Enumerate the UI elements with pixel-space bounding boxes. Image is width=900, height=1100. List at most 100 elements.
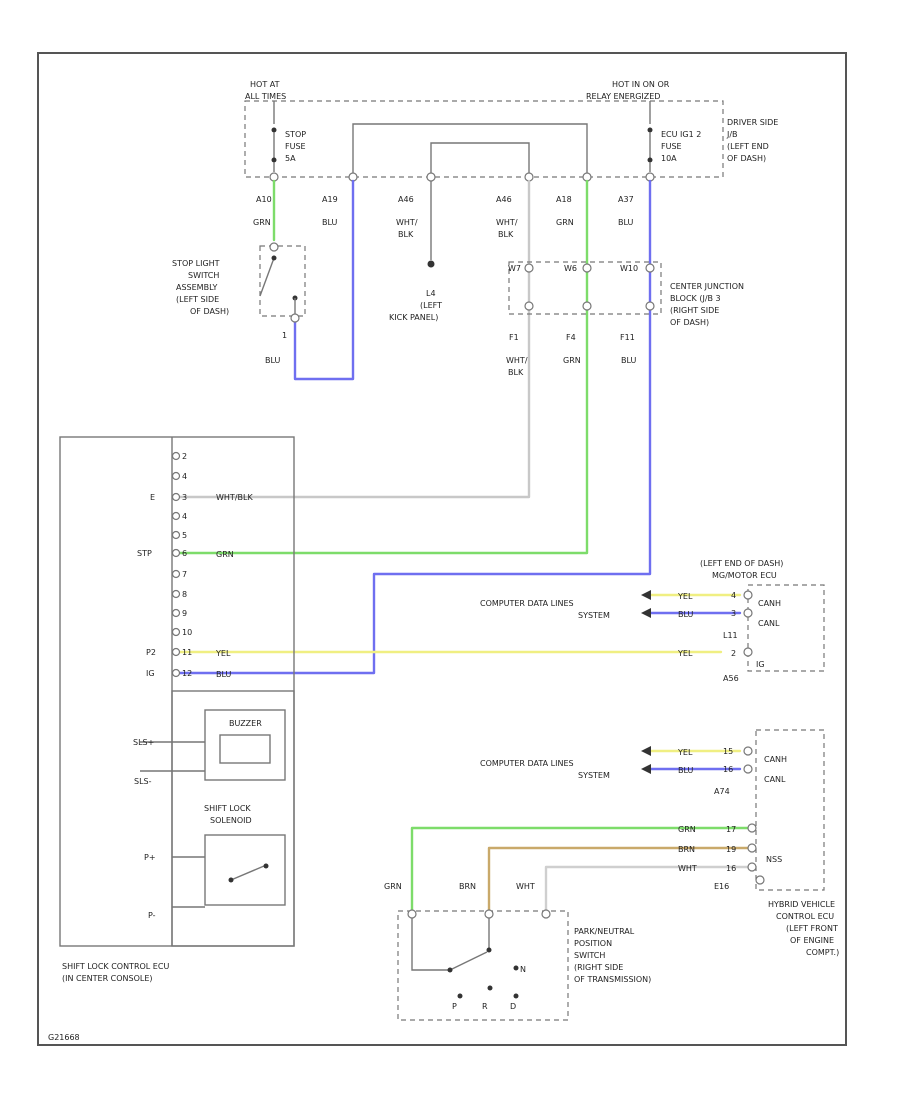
grn-wire-pn: [410, 826, 750, 912]
buzzer-label: BUZZER: [229, 719, 262, 728]
cj-lower-pin-3: F11: [620, 333, 635, 342]
mg-pin-canh: [743, 590, 753, 600]
ecu-pin-5: [171, 530, 181, 540]
can-arrow-3: [641, 746, 651, 756]
mg-pin-ig: [743, 647, 753, 657]
wire-label-4b: BLK: [498, 230, 514, 239]
pn-pos-p: P: [452, 1002, 457, 1011]
ecu-pin-7: [171, 569, 181, 579]
blu-wire-stop-return: [293, 179, 355, 381]
hv-cdl-label-1: COMPUTER DATA LINES: [480, 759, 574, 768]
mg-pin-3: 3: [731, 609, 736, 618]
cj-pin-f4: [582, 301, 592, 311]
brn-wire-pn: [487, 846, 750, 912]
pn-pos-n: N: [520, 965, 526, 974]
cj-lower-pin-2: F4: [566, 333, 576, 342]
hv-pin-canh: [743, 746, 753, 756]
pn-pin-brn: [484, 909, 494, 919]
solenoid-label-2: SOLENOID: [210, 816, 252, 825]
ecu-fuse-line2: FUSE: [661, 142, 682, 151]
stop-switch-pin-2: [269, 242, 279, 252]
stoplight-label-3: ASSEMBLY: [176, 283, 217, 292]
pn-pin-wht: [541, 909, 551, 919]
diagram-frame: [37, 52, 847, 1046]
ecu-ig1-fuse-terminal: [647, 127, 653, 133]
hv-conn2: E16: [714, 882, 729, 891]
cj-wire-1b: BLK: [508, 368, 524, 377]
driver-side-jb-box: [244, 100, 724, 178]
jb-pin-label-6: A37: [618, 195, 634, 204]
pn-label-1: PARK/NEUTRAL: [574, 927, 635, 936]
can-arrow-2: [641, 608, 651, 618]
hv-canh: CANH: [764, 755, 787, 764]
ecu-pin-1: [171, 451, 181, 461]
ecu-pin-4: [171, 511, 181, 521]
p-minus-label: P-: [148, 911, 156, 920]
ecu-pin-number-4: 4: [182, 512, 187, 521]
wire-label-3b: BLK: [398, 230, 414, 239]
wire-label-4a: WHT/: [496, 218, 518, 227]
hv-canl: CANL: [764, 775, 786, 784]
wire-label-2: BLU: [322, 218, 338, 227]
hv-pin-canl: [743, 764, 753, 774]
ground-label-2: (LEFT: [420, 301, 442, 310]
mg-ecu-label-1: (LEFT END OF DASH): [700, 559, 783, 568]
ecu-pin-number-1: 2: [182, 452, 187, 461]
cj-wire-3: BLU: [621, 356, 637, 365]
ecu-pin-number-8: 8: [182, 590, 187, 599]
pn-label-3: SWITCH: [574, 951, 605, 960]
cj-wire-2: GRN: [563, 356, 581, 365]
pn-wire-grn: GRN: [384, 882, 402, 891]
ecu-terminal-stp: STP: [137, 549, 152, 558]
ecu-wire-stp: GRN: [216, 550, 234, 559]
stop-switch-contact: [259, 257, 275, 297]
solenoid-contact: [230, 865, 265, 881]
ecu-pin-number-3: 3: [182, 493, 187, 502]
mg-cdl-label-2: SYSTEM: [578, 611, 610, 620]
cj-pin-label-1: W7: [508, 264, 521, 273]
ecu-pin-9: [171, 608, 181, 618]
mg-ecu-label-2: MG/MOTOR ECU: [712, 571, 777, 580]
mg-wire-canh: YEL: [677, 592, 693, 601]
mg-pin-4: 4: [731, 591, 736, 600]
hv-label-2: CONTROL ECU: [776, 912, 834, 921]
jb-pin-label-2: A19: [322, 195, 338, 204]
buzzer-symbol: [219, 734, 271, 764]
hv-wire-wht: WHT: [678, 864, 697, 873]
jb-pin-a46-left: [426, 172, 436, 182]
hv-wire-pin-1: 17: [726, 825, 736, 834]
ecu-pin-number-9: 9: [182, 609, 187, 618]
hv-wire-pin-2: 19: [726, 845, 736, 854]
hv-label-5: COMPT.): [806, 948, 839, 957]
hot-left-line1: HOT AT: [250, 80, 280, 89]
ecu-terminal-ig: IG: [146, 669, 155, 678]
ecu-pin-2: [171, 471, 181, 481]
hot-right-line1: HOT IN ON OR: [612, 80, 670, 89]
cj-lower-pin-1: F1: [509, 333, 519, 342]
cj-wire-1a: WHT/: [506, 356, 528, 365]
stop-light-switch-box: [259, 245, 306, 317]
driver-side-line4: OF DASH): [727, 154, 766, 163]
mg-connector: L11: [723, 631, 738, 640]
jb-busbar-outer: [352, 123, 588, 177]
stoplight-label-2: SWITCH: [188, 271, 219, 280]
wire-label-1: GRN: [253, 218, 271, 227]
cj-label-3: (RIGHT SIDE: [670, 306, 719, 315]
cj-pin-w6: [582, 263, 592, 273]
jb-pin-label-3: A46: [398, 195, 414, 204]
hv-label-1: HYBRID VEHICLE: [768, 900, 835, 909]
ecu-pin-number-11: 11: [182, 648, 192, 657]
ecu-wire-ig: BLU: [216, 670, 232, 679]
ecu-pin-3: [171, 492, 181, 502]
jb-busbar-inner: [430, 142, 530, 177]
hot-left-line2: ALL TIMES: [245, 92, 286, 101]
stoplight-label-5: OF DASH): [190, 307, 229, 316]
ecu-label-1: SHIFT LOCK CONTROL ECU: [62, 962, 169, 971]
jb-pin-label-4: A46: [496, 195, 512, 204]
hv-connector: A74: [714, 787, 730, 796]
stoplight-label-4: (LEFT SIDE: [176, 295, 219, 304]
jb-pin-label-1: A10: [256, 195, 272, 204]
stop-fuse-line2: FUSE: [285, 142, 306, 151]
